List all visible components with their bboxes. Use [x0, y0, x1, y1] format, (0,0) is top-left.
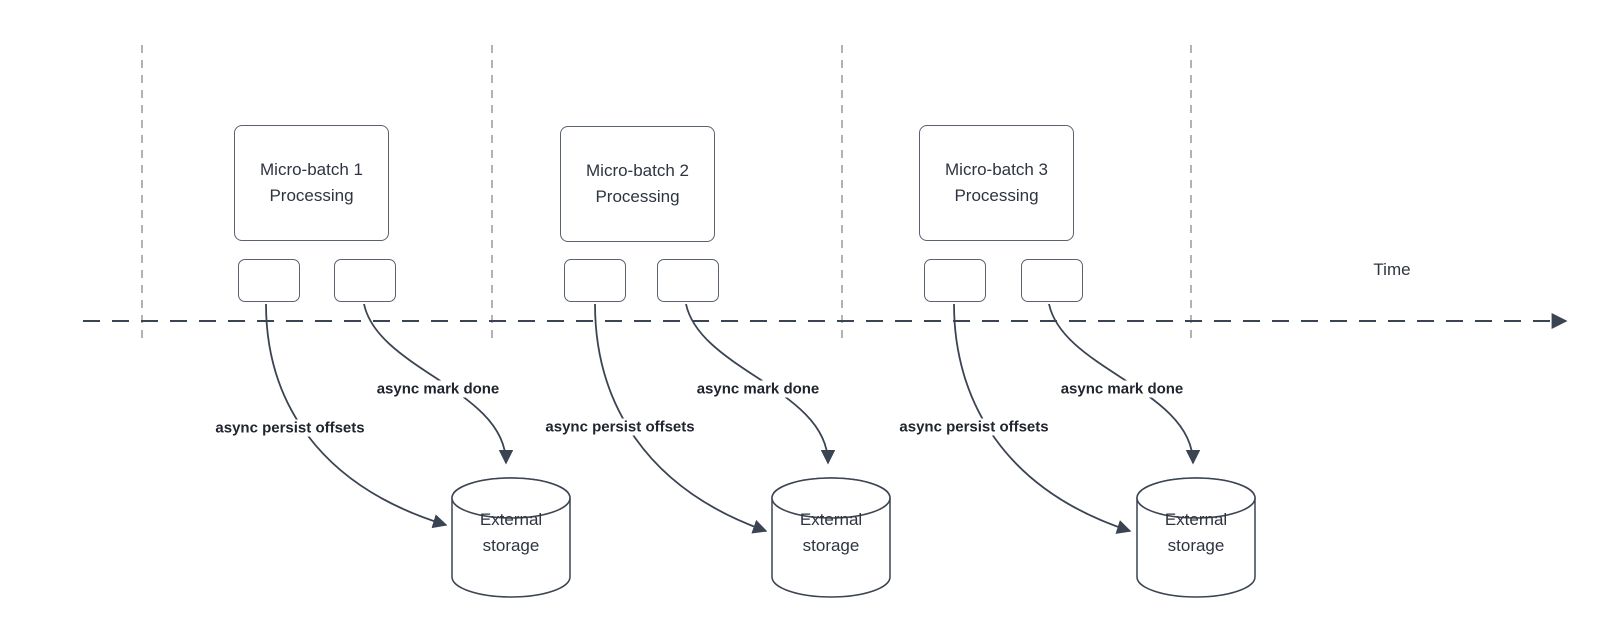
- async-persist-offsets-label-3: async persist offsets: [896, 418, 1052, 436]
- async-persist-offsets-arrow-1: [265, 303, 448, 529]
- micro-batch-1-title-line1: Micro-batch 1: [260, 160, 363, 179]
- time-axis-label: Time: [1373, 260, 1411, 279]
- micro-batch-1-title-line2: Processing: [269, 186, 354, 205]
- micro-batch-2-title-line2: Processing: [595, 187, 680, 206]
- async-mark-done-label-3: async mark done: [1057, 380, 1187, 398]
- external-storage-cylinder-3: [1136, 477, 1256, 598]
- micro-batch-3-title-line1: Micro-batch 3: [945, 160, 1048, 179]
- mark-done-node-1: [334, 259, 396, 302]
- async-persist-offsets-arrow-3: [953, 303, 1132, 534]
- external-storage-label-2-line1: External: [799, 510, 863, 529]
- micro-batch-1-processing-box: Micro-batch 1 Processing: [234, 125, 389, 241]
- async-persist-offsets-arrow-2: [594, 303, 768, 534]
- external-storage-cylinder-1: [451, 477, 571, 598]
- micro-batch-3-title-line2: Processing: [954, 186, 1039, 205]
- async-mark-done-label-2: async mark done: [693, 380, 823, 398]
- micro-batch-3-processing-box: Micro-batch 3 Processing: [919, 125, 1074, 241]
- external-storage-label-3: External storage: [1137, 507, 1255, 559]
- external-storage-label-1-line1: External: [479, 510, 543, 529]
- external-storage-label-3-line2: storage: [1167, 536, 1225, 555]
- external-storage-label-1-line2: storage: [482, 536, 540, 555]
- external-storage-label-2-line2: storage: [802, 536, 860, 555]
- mark-done-node-3: [1021, 259, 1083, 302]
- persist-offsets-node-1: [238, 259, 300, 302]
- async-mark-done-label-1: async mark done: [373, 380, 503, 398]
- async-persist-offsets-label-1: async persist offsets: [212, 419, 368, 437]
- external-storage-cylinder-2: [771, 477, 891, 598]
- micro-batch-2-processing-box: Micro-batch 2 Processing: [560, 126, 715, 242]
- persist-offsets-node-3: [924, 259, 986, 302]
- micro-batch-2-title-line1: Micro-batch 2: [586, 161, 689, 180]
- external-storage-label-1: External storage: [452, 507, 570, 559]
- persist-offsets-node-2: [564, 259, 626, 302]
- mark-done-node-2: [657, 259, 719, 302]
- external-storage-label-3-line1: External: [1164, 510, 1228, 529]
- async-persist-offsets-label-2: async persist offsets: [542, 418, 698, 436]
- external-storage-label-2: External storage: [772, 507, 890, 559]
